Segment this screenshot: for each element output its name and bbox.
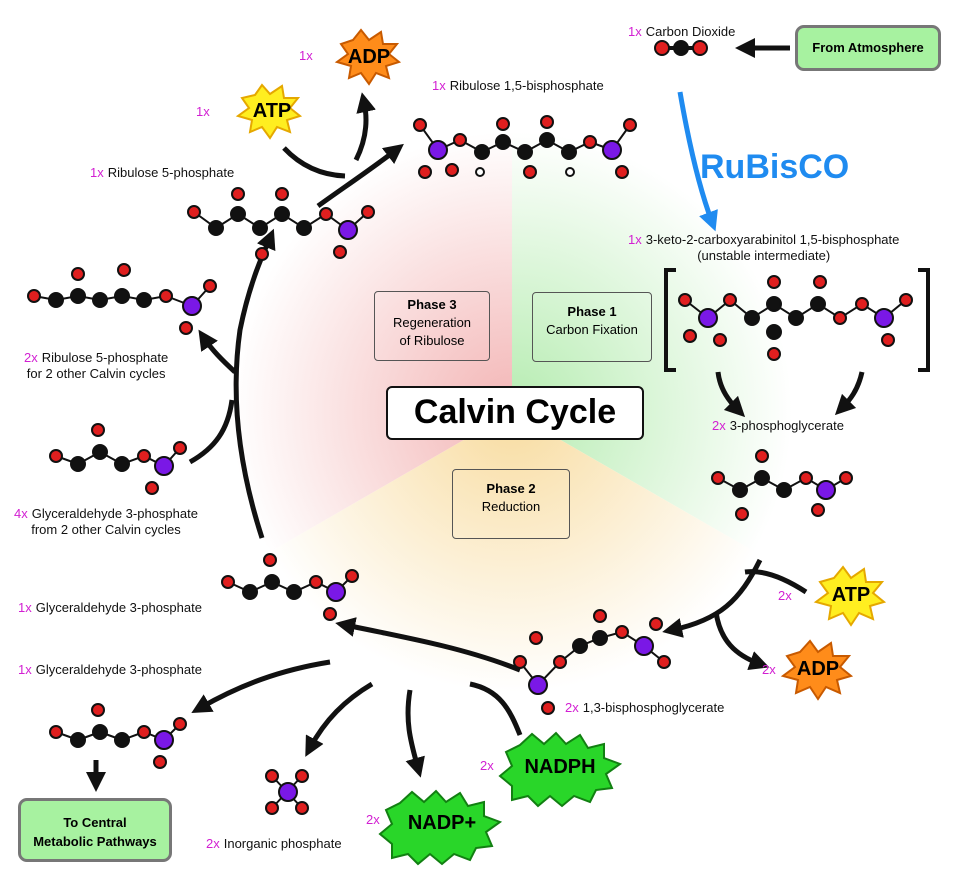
phase2-box: Phase 2 Reduction: [452, 469, 570, 539]
phase1-sector: [512, 129, 795, 554]
phase2-sector: [268, 412, 757, 695]
adp-right-count: 2x: [762, 662, 776, 677]
atp-right-count: 2x: [778, 588, 792, 603]
molecules: [27, 40, 930, 815]
r5p-2x-molecule: [27, 263, 217, 335]
phase2-desc: Reduction: [481, 499, 541, 514]
arrow-atp-in: [744, 569, 808, 595]
arrow-rubp-to-intermediate: [677, 91, 718, 232]
nadp-count: 2x: [366, 812, 380, 827]
arrow-g3p-out: [191, 659, 331, 713]
arrow-nadph-in: [469, 681, 523, 736]
atp-top-label: ATP: [252, 100, 292, 122]
phase1-desc: Carbon Fixation: [546, 322, 638, 337]
arrow-r5p-to-rubp: [316, 143, 404, 209]
nadph-burst: [498, 731, 623, 808]
arrow-intermediate-to-pga-left: [715, 371, 746, 418]
adp-top-count: 1x: [299, 48, 313, 63]
central-line2: Metabolic Pathways: [33, 834, 157, 849]
phase2-name: Phase 2: [486, 481, 536, 496]
arrow-bpg-to-g3p: [335, 617, 521, 673]
arrow-pi-out: [305, 681, 374, 757]
central-line1: To Central: [63, 815, 127, 830]
from-atmosphere-label: From Atmosphere: [812, 40, 924, 55]
arrow-r5p-out: [198, 329, 237, 374]
adp-top-burst: [334, 28, 402, 86]
central-pathways-box: To Central Metabolic Pathways: [18, 798, 172, 862]
g3p-4x-molecule: [49, 423, 187, 495]
intermediate-molecule: [678, 275, 913, 361]
phase3-sector: [230, 130, 512, 553]
phase3-desc-line2: of Ribulose: [399, 333, 465, 348]
from-atmosphere-box: From Atmosphere: [795, 25, 941, 71]
g3p-molecule: [221, 553, 359, 621]
bracket-left: [664, 268, 676, 372]
arrow-g3p4x-merge: [188, 399, 235, 465]
arrow-adp-top-out: [353, 92, 376, 162]
adp-right-label: ADP: [796, 658, 840, 680]
bracket-right: [918, 268, 930, 372]
bpg-molecule: [513, 609, 671, 715]
phase1-box: Phase 1 Carbon Fixation: [532, 292, 652, 362]
arrow-intermediate-to-pga-right: [834, 371, 865, 416]
arrow-atp-top-in: [282, 146, 346, 179]
enzyme-label: RuBisCO: [700, 148, 850, 186]
nadph-count: 2x: [480, 758, 494, 773]
adp-top-label: ADP: [347, 46, 391, 68]
pga-molecule: [711, 449, 853, 521]
nadp-burst: [378, 789, 503, 866]
phase-sectors: [230, 129, 795, 695]
cycle-title: Calvin Cycle: [386, 386, 644, 440]
adp-right-burst: [780, 639, 854, 701]
r5p-molecule: [187, 187, 375, 261]
co2-molecule: [654, 40, 708, 56]
atp-right-burst: [813, 565, 887, 627]
pi-molecule: [265, 769, 309, 815]
phase3-desc-line1: Regeneration: [392, 315, 472, 330]
phase3-name: Phase 3: [407, 297, 457, 312]
phase3-box: Phase 3 Regeneration of Ribulose: [374, 291, 490, 361]
atp-top-burst: [235, 83, 303, 140]
phase1-name: Phase 1: [567, 304, 617, 319]
rubp-molecule: [413, 115, 637, 179]
g3p-out-molecule: [49, 703, 187, 769]
nadph-label: NADPH: [524, 756, 596, 778]
arrow-nadp-out: [405, 689, 425, 778]
nadp-label: NADP+: [407, 812, 477, 834]
bursts: [235, 28, 887, 866]
atp-top-count: 1x: [196, 104, 210, 119]
arrow-adp-out: [713, 611, 770, 671]
atp-right-label: ATP: [831, 584, 871, 606]
